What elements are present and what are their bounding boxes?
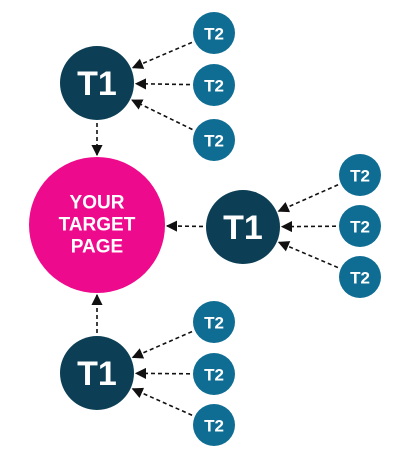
t2-label: T2 <box>204 77 224 96</box>
t2-circle <box>193 301 235 343</box>
t2-circle <box>193 353 235 395</box>
t1-circle <box>206 190 280 264</box>
t2-node: T2 <box>339 154 381 196</box>
t2-circle <box>339 154 381 196</box>
t2-label: T2 <box>350 218 370 237</box>
t2-node: T2 <box>193 301 235 343</box>
t2-node: T2 <box>193 404 235 446</box>
t1-node: T1 <box>60 336 134 410</box>
t2-label: T2 <box>204 417 224 436</box>
t1-node: T1 <box>206 190 280 264</box>
t2-label: T2 <box>204 132 224 151</box>
t2-circle <box>193 119 235 161</box>
t2-label: T2 <box>204 25 224 44</box>
target-label-line: PAGE <box>71 237 123 258</box>
t2-label: T2 <box>350 167 370 186</box>
t2-circle <box>339 205 381 247</box>
edge-t2-to-t1 <box>131 387 193 416</box>
target-page-node: YOUR TARGET PAGE <box>29 157 165 293</box>
t1-label: T1 <box>77 355 117 393</box>
t1-node: T1 <box>60 46 134 120</box>
edge-t2-to-t1 <box>277 184 339 213</box>
t2-circle <box>193 404 235 446</box>
t2-circle <box>193 64 235 106</box>
edge-t2-to-t1 <box>134 78 191 90</box>
t2-node: T2 <box>193 353 235 395</box>
target-label-line: TARGET <box>59 215 136 236</box>
t2-label: T2 <box>204 366 224 385</box>
edge-t2-to-t1 <box>131 41 193 69</box>
t2-node: T2 <box>193 12 235 54</box>
edge-t2-to-t1 <box>131 99 193 131</box>
t2-node: T2 <box>339 256 381 298</box>
edges <box>91 41 339 416</box>
target-page-circle <box>29 157 165 293</box>
t1-label: T1 <box>223 209 263 247</box>
target-label-line: YOUR <box>70 193 125 214</box>
t1-circle <box>60 46 134 120</box>
t2-label: T2 <box>350 269 370 288</box>
edge-t2-to-t1 <box>131 330 193 359</box>
t2-circle <box>339 256 381 298</box>
t1-label: T1 <box>77 65 117 103</box>
t2-node: T2 <box>193 64 235 106</box>
edge-t2-to-t1 <box>277 241 339 269</box>
t2-label: T2 <box>204 314 224 333</box>
t2-node: T2 <box>339 205 381 247</box>
t2-circle <box>193 12 235 54</box>
t1-circle <box>60 336 134 410</box>
t2-node: T2 <box>193 119 235 161</box>
